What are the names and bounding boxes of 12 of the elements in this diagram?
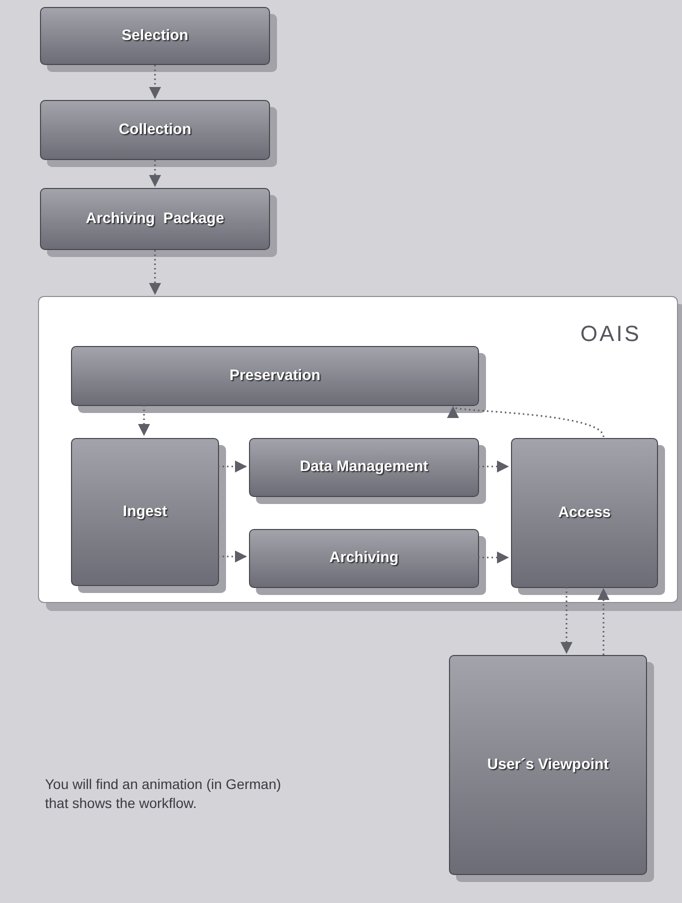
dotted-arrow: [598, 588, 610, 655]
note-text: You will find an animation (in German) that shows the workflow.: [45, 775, 282, 813]
dotted-arrow: [149, 65, 161, 99]
dotted-arrow: [218, 550, 247, 562]
dotted-arrow: [478, 552, 509, 564]
dotted-arrow: [560, 587, 572, 654]
dotted-arrow: [149, 160, 161, 187]
panel-title: OAIS: [580, 320, 641, 348]
dotted-arrow: [218, 460, 247, 472]
dotted-arrow: [138, 405, 150, 436]
dotted-arrow: [149, 250, 161, 295]
dotted-arrow: [478, 460, 509, 472]
